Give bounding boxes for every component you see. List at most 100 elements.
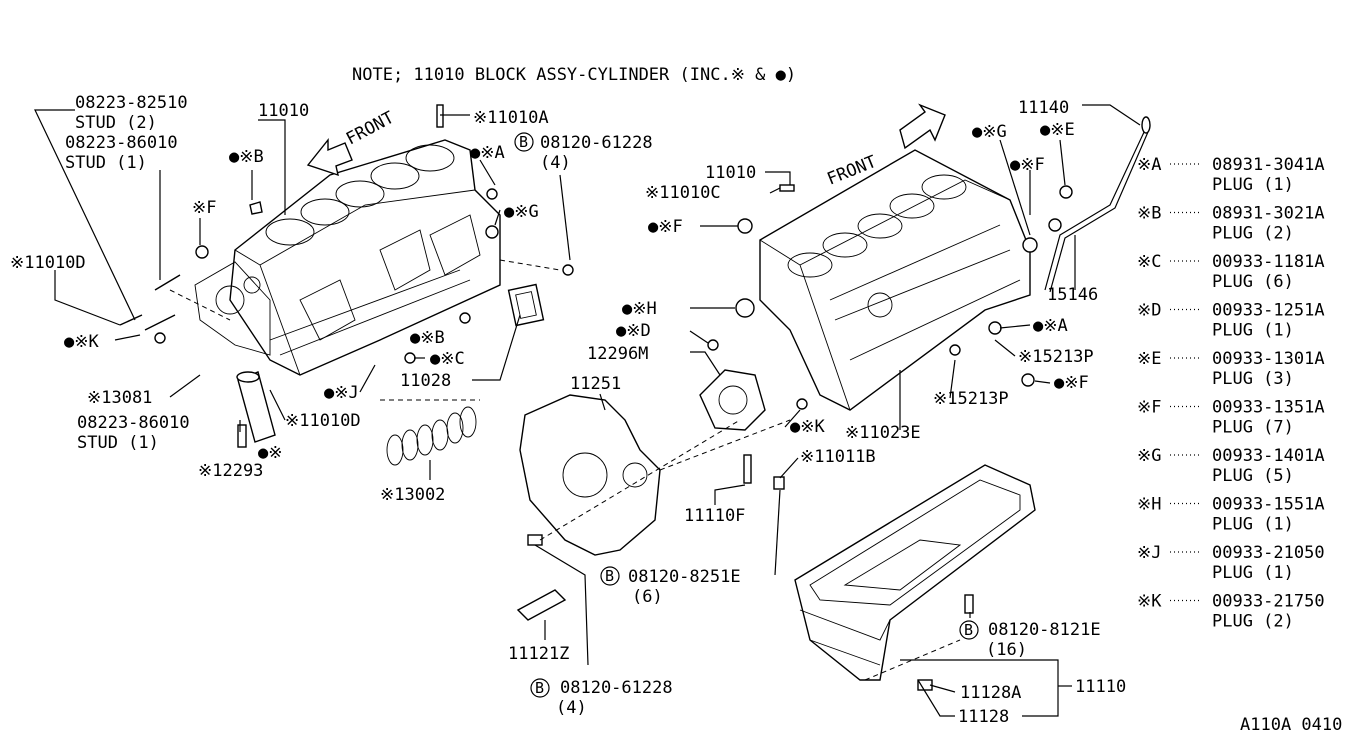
label-12296m: 12296M bbox=[587, 344, 648, 364]
label-k-left: ●※K bbox=[64, 332, 99, 352]
label-front-left: FRONT bbox=[343, 108, 398, 150]
label-11128a: 11128A bbox=[960, 683, 1021, 703]
label-e-top: ●※E bbox=[1040, 120, 1075, 140]
b-mark-1: B bbox=[519, 133, 528, 151]
b-mark-2: B bbox=[605, 567, 614, 585]
label-11110: 11110 bbox=[1075, 677, 1126, 697]
label-b-lower: ●※B bbox=[410, 328, 445, 348]
legend-key: ※H bbox=[1137, 495, 1161, 515]
label-12293: ※12293 bbox=[198, 461, 263, 481]
label-bolt-8251e-qty: (6) bbox=[632, 587, 663, 607]
legend-key: ※F bbox=[1137, 398, 1161, 418]
diagram-note: NOTE; 11010 BLOCK ASSY-CYLINDER (INC.※ &… bbox=[352, 65, 796, 85]
legend-key: ※E bbox=[1137, 349, 1161, 369]
legend-description: PLUG (5) bbox=[1212, 466, 1294, 486]
legend-description: PLUG (7) bbox=[1212, 418, 1294, 438]
left-callouts: 08223-82510 STUD (2) 08223-86010 STUD (1… bbox=[10, 93, 653, 505]
label-d: ●※D bbox=[616, 321, 651, 341]
legend-part-number: 08931-3021A bbox=[1212, 204, 1325, 224]
label-stud-b-desc: STUD (1) bbox=[65, 153, 147, 173]
right-callouts: 11010 FRONT ※11010C ●※F ●※H ●※D 12296M 1… bbox=[508, 98, 1126, 727]
label-13081: ※13081 bbox=[87, 388, 152, 408]
label-c: ●※C bbox=[430, 349, 465, 369]
b-mark-4: B bbox=[964, 621, 973, 639]
label-block-right: 11010 bbox=[705, 163, 756, 183]
label-bolt-61228-top: 08120-61228 bbox=[540, 133, 653, 153]
legend-part-number: 00933-1181A bbox=[1212, 252, 1325, 272]
legend-key: ※A bbox=[1137, 155, 1161, 175]
b-circle-icon bbox=[514, 132, 534, 152]
legend-key: ※C bbox=[1137, 252, 1161, 272]
legend-description: PLUG (6) bbox=[1212, 272, 1294, 292]
legend-description: PLUG (3) bbox=[1212, 369, 1294, 389]
label-stud-c-part: 08223-86010 bbox=[77, 413, 190, 433]
legend-part-number: 00933-1301A bbox=[1212, 349, 1325, 369]
label-bolt-8251e: 08120-8251E bbox=[628, 567, 741, 587]
label-11010d-left: ※11010D bbox=[10, 253, 86, 273]
label-11251: 11251 bbox=[570, 374, 621, 394]
legend-part-number: 00933-1551A bbox=[1212, 495, 1325, 515]
legend-part-number: 08931-3041A bbox=[1212, 155, 1325, 175]
label-k-right: ●※K bbox=[790, 417, 825, 437]
b-circle-icon bbox=[959, 620, 979, 640]
label-stud-a-part: 08223-82510 bbox=[75, 93, 188, 113]
label-f-top: ●※F bbox=[1010, 155, 1045, 175]
label-bolt-8121e-qty: (16) bbox=[986, 640, 1027, 660]
label-stud-c-desc: STUD (1) bbox=[77, 433, 159, 453]
label-bolt-8121e: 08120-8121E bbox=[988, 620, 1101, 640]
label-11010c: ※11010C bbox=[645, 183, 721, 203]
label-11023e: ※11023E bbox=[845, 423, 921, 443]
right-leader-lines bbox=[534, 104, 1141, 717]
label-b-upper: ●※B bbox=[229, 147, 264, 167]
label-11140: 11140 bbox=[1018, 98, 1069, 118]
label-bullet: ●※ bbox=[258, 443, 282, 463]
right-cylinder-block-drawing bbox=[516, 103, 1151, 691]
label-11010a: ※11010A bbox=[473, 108, 549, 128]
b-circle-icon bbox=[530, 678, 550, 698]
label-g-top: ●※G bbox=[972, 122, 1007, 142]
label-g-left: ●※G bbox=[504, 202, 539, 222]
legend-description: PLUG (2) bbox=[1212, 224, 1294, 244]
label-15213p-b: ※15213P bbox=[933, 389, 1009, 409]
label-bolt-61228-top-qty: (4) bbox=[540, 153, 571, 173]
legend-part-number: 00933-21050 bbox=[1212, 543, 1325, 563]
label-11121z: 11121Z bbox=[508, 644, 569, 664]
legend-key: ※B bbox=[1137, 204, 1161, 224]
label-15146: 15146 bbox=[1047, 285, 1098, 305]
label-f-left: ※F bbox=[192, 198, 216, 218]
label-j: ●※J bbox=[324, 383, 359, 403]
label-h: ●※H bbox=[622, 299, 657, 319]
label-11110f: 11110F bbox=[684, 506, 745, 526]
label-11128: 11128 bbox=[958, 707, 1009, 727]
legend-key: ※D bbox=[1137, 301, 1161, 321]
legend-part-number: 00933-21750 bbox=[1212, 592, 1325, 612]
label-15213p-a: ※15213P bbox=[1018, 347, 1094, 367]
legend-part-number: 00933-1401A bbox=[1212, 446, 1325, 466]
label-f-right-left: ●※F bbox=[648, 217, 683, 237]
legend-part-number: 00933-1251A bbox=[1212, 301, 1325, 321]
label-a-right: ●※A bbox=[1033, 316, 1068, 336]
left-leader-lines bbox=[34, 109, 571, 480]
legend-part-number: 00933-1351A bbox=[1212, 398, 1325, 418]
legend-key: ※G bbox=[1137, 446, 1161, 466]
label-f-right: ●※F bbox=[1054, 373, 1089, 393]
label-block-left: 11010 bbox=[258, 101, 309, 121]
label-bolt-61228-bottom-qty: (4) bbox=[556, 698, 587, 718]
label-13002: ※13002 bbox=[380, 485, 445, 505]
legend-key: ※K bbox=[1137, 592, 1162, 612]
diagram-code: A110A 0410 bbox=[1240, 715, 1342, 735]
legend-description: PLUG (1) bbox=[1212, 563, 1294, 583]
legend-description: PLUG (1) bbox=[1212, 321, 1294, 341]
label-bolt-61228-bottom: 08120-61228 bbox=[560, 678, 673, 698]
left-cylinder-block-drawing bbox=[119, 104, 574, 466]
legend-description: PLUG (1) bbox=[1212, 175, 1294, 195]
b-circle-icon bbox=[600, 566, 620, 586]
label-11011b: ※11011B bbox=[800, 447, 876, 467]
label-11010d-bottom: ※11010D bbox=[285, 411, 361, 431]
label-11028: 11028 bbox=[400, 371, 451, 391]
legend-key: ※J bbox=[1137, 543, 1161, 563]
legend-description: PLUG (2) bbox=[1212, 612, 1294, 632]
label-stud-a-desc: STUD (2) bbox=[75, 113, 157, 133]
